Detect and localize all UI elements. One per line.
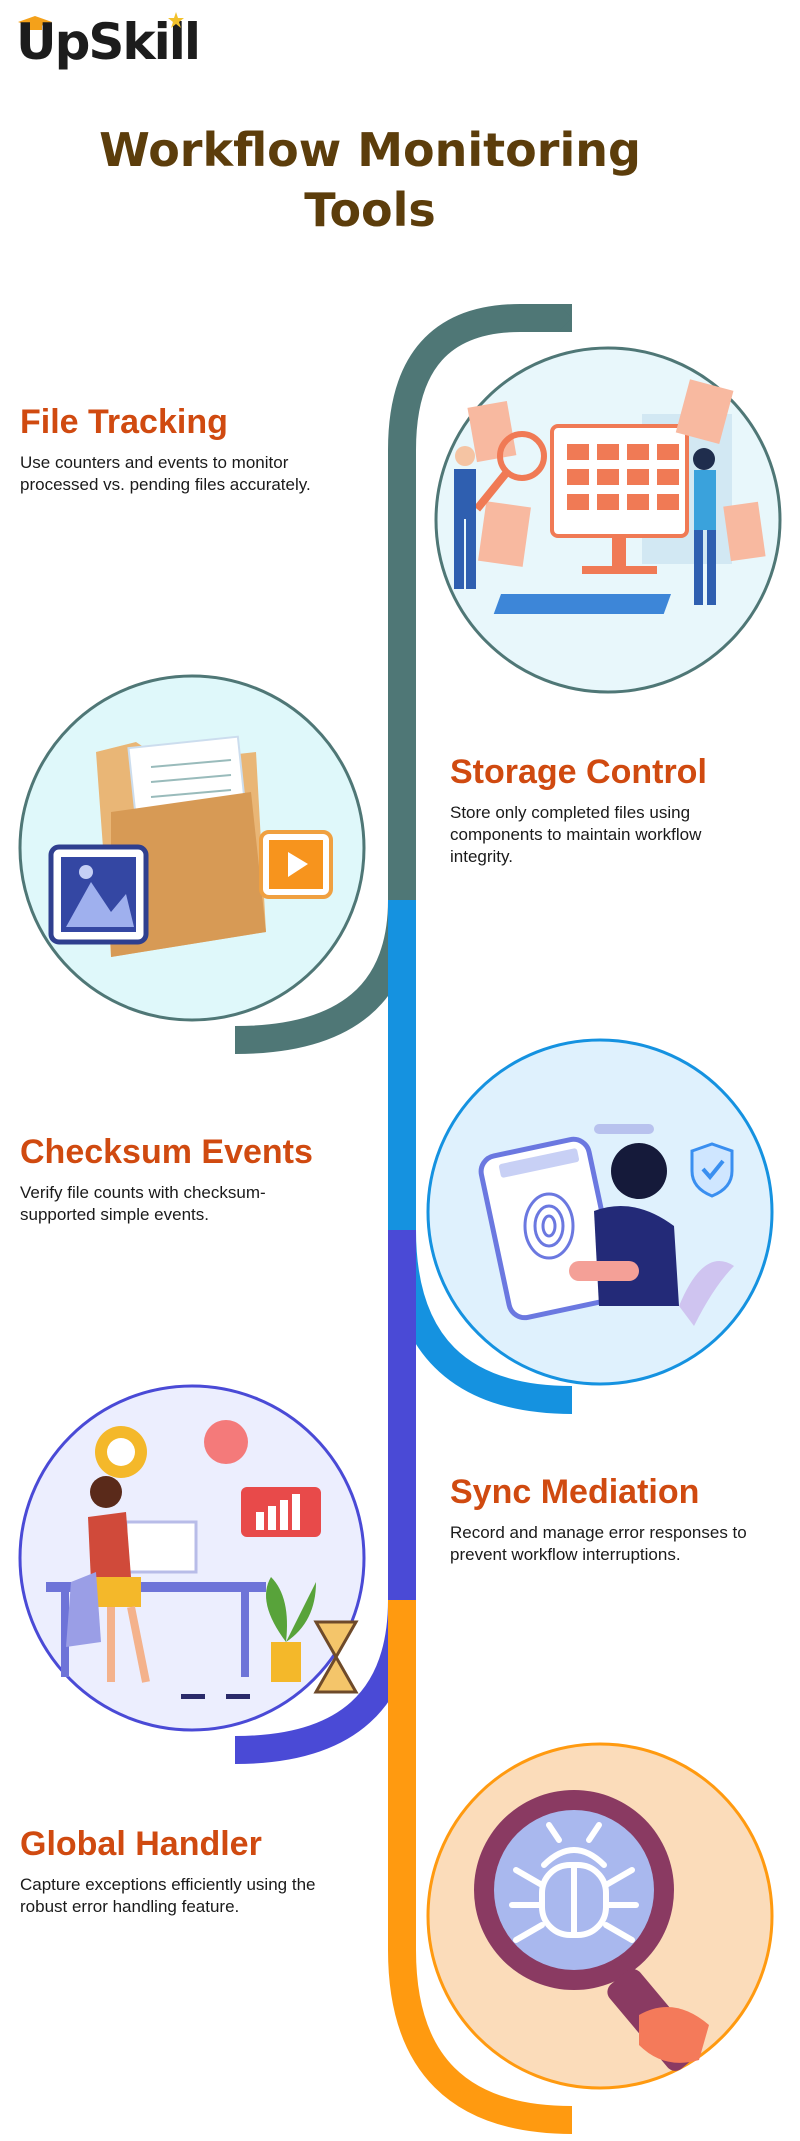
- section-heading: Checksum Events: [20, 1133, 313, 1171]
- section-heading: Global Handler: [20, 1825, 262, 1863]
- bug-magnifier-illustration: [426, 1742, 774, 2090]
- section-text: Record and manage error responses to pre…: [450, 1523, 747, 1564]
- page-title: Workflow Monitoring Tools: [0, 120, 740, 240]
- section-text: Store only completed files using compone…: [450, 803, 702, 866]
- section-heading: Storage Control: [450, 753, 707, 791]
- section-sync-mediation: Sync Mediation Record and manage error r…: [450, 1472, 750, 1566]
- page-title-line-1: Workflow Monitoring: [99, 123, 641, 177]
- section-checksum-events: Checksum Events Verify file counts with …: [20, 1132, 340, 1226]
- upskill-logo[interactable]: UpSkill: [16, 8, 216, 80]
- section-file-tracking: File Tracking Use counters and events to…: [20, 402, 340, 496]
- page-title-line-2: Tools: [304, 183, 436, 237]
- section-text: Use counters and events to monitor proce…: [20, 453, 311, 494]
- folder-illustration: [18, 674, 366, 1022]
- star-icon: [168, 12, 184, 28]
- section-text: Verify file counts with checksum-support…: [20, 1183, 266, 1224]
- section-heading: Sync Mediation: [450, 1473, 700, 1511]
- monitor-files-illustration: [434, 346, 782, 694]
- section-storage-control: Storage Control Store only completed fil…: [450, 752, 750, 868]
- graduation-cap-icon: [18, 16, 52, 30]
- section-global-handler: Global Handler Capture exceptions effici…: [20, 1824, 340, 1918]
- section-heading: File Tracking: [20, 403, 228, 441]
- section-text: Capture exceptions efficiently using the…: [20, 1875, 316, 1916]
- logo-wordmark: UpSkill: [16, 13, 201, 71]
- fingerprint-phone-illustration: [426, 1038, 774, 1386]
- desk-worker-illustration: [18, 1384, 366, 1732]
